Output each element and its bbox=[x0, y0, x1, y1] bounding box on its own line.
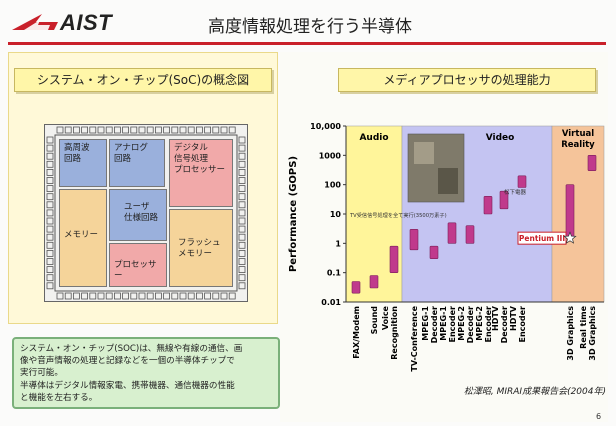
x-category-label: MPEG-1 bbox=[421, 306, 430, 341]
x-category-label: HDTV bbox=[509, 305, 518, 331]
region-label-reality: Reality bbox=[561, 140, 595, 150]
rf-circuit-block: 高周波回路 bbox=[59, 139, 107, 187]
performance-bar bbox=[389, 245, 399, 273]
soc-heading: システム・オン・チップ(SoC)の概念図 bbox=[14, 68, 272, 92]
y-axis-label: Performance (GOPS) bbox=[288, 156, 299, 272]
x-category-label: Real time bbox=[579, 305, 588, 348]
chip-pin-ring bbox=[46, 126, 246, 300]
description-line: 実行可能。 bbox=[20, 368, 63, 379]
x-category-label: HDTV bbox=[491, 305, 500, 331]
region-label-video: Video bbox=[486, 133, 515, 143]
pentium-label: Pentium III bbox=[519, 234, 565, 243]
x-category-label: Decoder bbox=[500, 306, 509, 343]
performance-bar bbox=[447, 222, 457, 244]
region-label-virtual: Virtual bbox=[562, 129, 594, 139]
description-line: 半導体はデジタル情報家電、携帯機器、通信機器の性能 bbox=[20, 380, 235, 391]
x-category-label: Recognition bbox=[390, 306, 399, 360]
performance-bar bbox=[465, 225, 475, 244]
y-tick-label: 0.01 bbox=[321, 298, 341, 307]
pentium-star-marker bbox=[563, 231, 577, 244]
y-tick-label: 0.1 bbox=[327, 269, 342, 278]
x-category-label: FAX/Modem bbox=[352, 306, 361, 359]
chip-photo-detail bbox=[414, 142, 434, 164]
soc-description: システム・オン・チップ(SOC)は、無線や有線の通信、画 像や音声情報の処理と記… bbox=[12, 337, 280, 409]
x-category-label: TV-Conference bbox=[410, 305, 419, 371]
x-category-label: Encoder bbox=[448, 306, 457, 343]
x-category-label: MPEG-2 bbox=[475, 306, 484, 341]
performance-bar bbox=[517, 175, 527, 188]
x-category-label: Decoder bbox=[466, 306, 475, 343]
slide-title: 高度情報処理を行う半導体 bbox=[208, 17, 412, 37]
y-tick-label: 10 bbox=[330, 210, 342, 219]
region-virtual-reality bbox=[551, 125, 605, 303]
performance-bar bbox=[409, 229, 419, 251]
performance-bar bbox=[587, 155, 597, 171]
x-category-label: Sound bbox=[370, 306, 379, 335]
y-tick-label: 1 bbox=[335, 239, 341, 248]
x-category-label: Encoder bbox=[484, 306, 493, 343]
y-tick-label: 100 bbox=[324, 181, 341, 190]
x-category-label: MPEG-1 bbox=[439, 306, 448, 341]
header-divider bbox=[8, 42, 606, 45]
logo-text: AIST bbox=[60, 10, 113, 35]
performance-bar bbox=[565, 184, 575, 239]
description-line: システム・オン・チップ(SOC)は、無線や有線の通信、画 bbox=[20, 344, 243, 354]
chip-photo-detail bbox=[438, 168, 458, 194]
page-number: 6 bbox=[596, 412, 602, 421]
x-category-label: MPEG-2 bbox=[457, 306, 466, 341]
description-line: と機能を左右する。 bbox=[20, 392, 98, 403]
x-category-label: 3D Graphics bbox=[588, 306, 597, 361]
x-category-label: Voice bbox=[381, 305, 390, 330]
performance-bar bbox=[351, 281, 361, 294]
y-tick-label: 1000 bbox=[319, 151, 342, 160]
description-line: 像や音声情報の処理と記録などを一個の半導体チップで bbox=[20, 356, 235, 367]
dsp-block: デジタル信号処理プロセッサー bbox=[169, 139, 233, 207]
aist-logo-mark bbox=[12, 14, 58, 30]
user-circuit-block: ユーザ仕様回路 bbox=[109, 189, 167, 241]
x-category-label: 3D Graphics bbox=[566, 306, 575, 361]
performance-bar bbox=[429, 245, 439, 259]
flash-memory-block: フラッシュメモリー bbox=[169, 209, 233, 287]
x-category-label: Encoder bbox=[518, 306, 527, 343]
y-tick-label: 10,000 bbox=[310, 122, 341, 131]
media-processor-heading: メディアプロセッサの処理能力 bbox=[338, 68, 596, 92]
processor-block: プロセッサー bbox=[109, 243, 167, 287]
analog-circuit-block: アナログ回路 bbox=[109, 139, 165, 187]
memory-block: メモリー bbox=[59, 189, 107, 287]
performance-bar bbox=[369, 275, 379, 289]
region-label-audio: Audio bbox=[359, 133, 388, 143]
performance-bar bbox=[499, 190, 509, 210]
x-category-label: Decoder bbox=[430, 306, 439, 343]
annotation-tv-signal: TV受信信号処理を全て実行(3500万素子) bbox=[349, 211, 447, 219]
citation: 松澤昭, MIRAI成果報告会(2004年) bbox=[463, 387, 606, 397]
annotation-matsushita: 松下電器 bbox=[504, 188, 527, 196]
performance-bar bbox=[483, 196, 493, 215]
soc-chip-diagram: 高周波回路 アナログ回路 デジタル信号処理プロセッサー メモリー ユーザ仕様回路… bbox=[44, 124, 248, 302]
